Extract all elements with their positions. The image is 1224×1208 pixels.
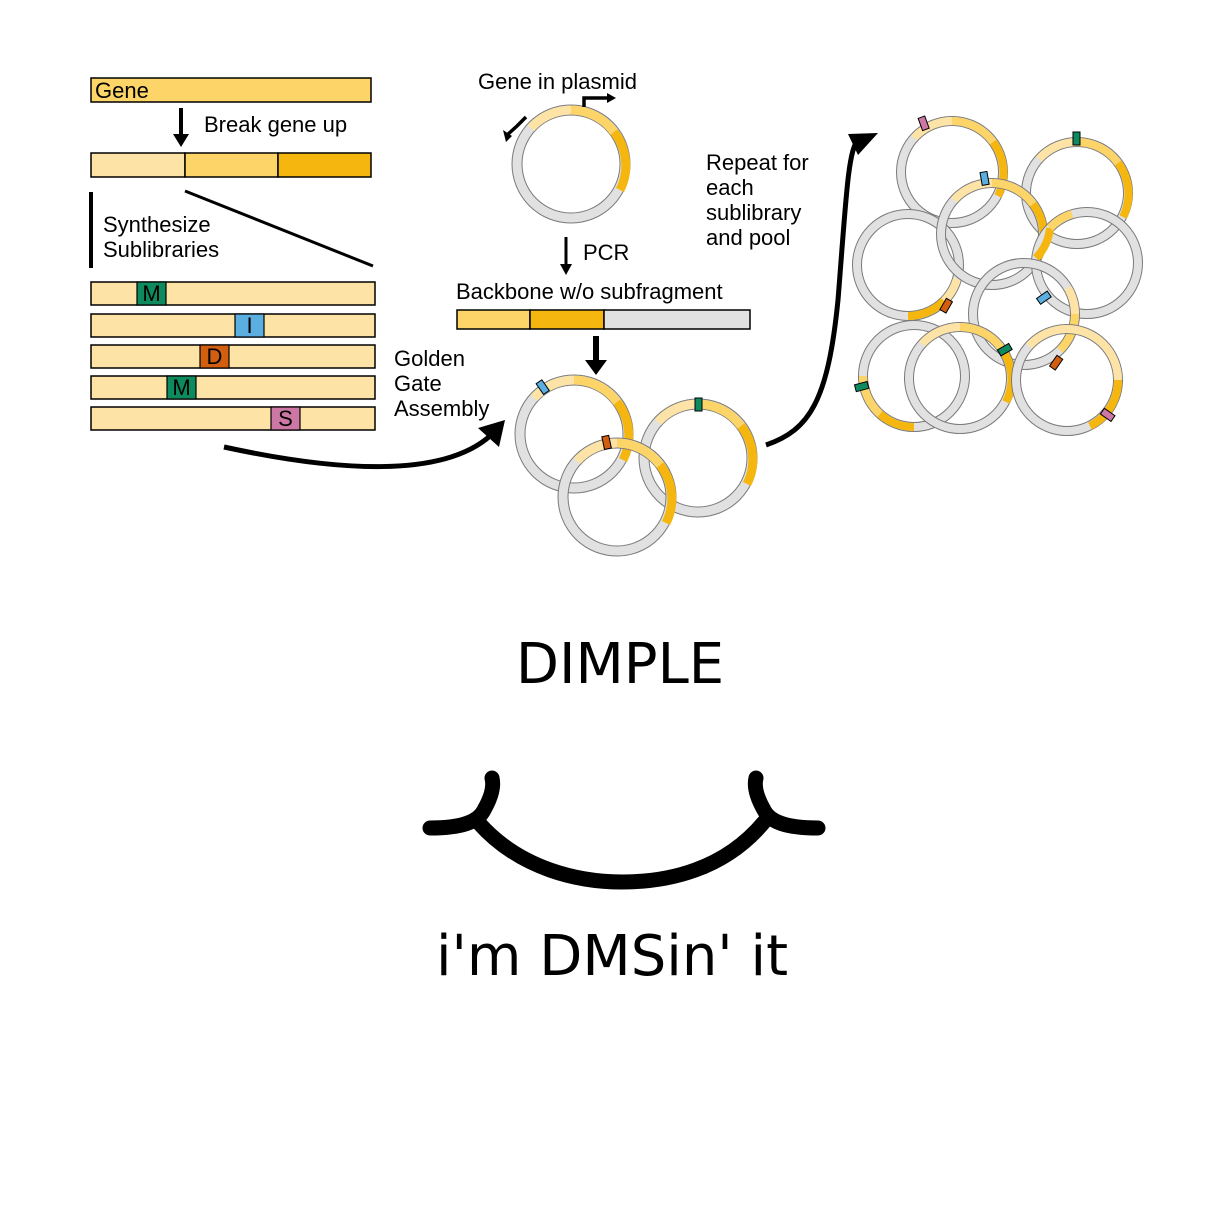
plasmid — [1011, 324, 1123, 436]
title: DIMPLE — [516, 632, 724, 697]
mutation-marker — [853, 380, 870, 393]
golden-gate-arrowhead — [478, 420, 505, 447]
break-gene-up-label: Break gene up — [204, 112, 347, 137]
backbone-label: Backbone w/o subfragment — [456, 279, 723, 304]
assembly-arrow — [585, 336, 607, 375]
mutation-marker — [601, 434, 612, 451]
fragmented-gene — [90, 152, 372, 178]
sublibrary-row: D — [90, 344, 376, 369]
repeat-label-3: sublibrary — [706, 200, 801, 225]
mutation-marker — [234, 313, 265, 338]
plasmid — [557, 434, 677, 557]
pool-arrowhead — [848, 133, 878, 155]
mutation-marker — [136, 281, 167, 306]
break-arrow — [173, 108, 189, 147]
mutation-marker — [199, 344, 230, 369]
assembled-plasmids — [514, 374, 758, 557]
gene-label: Gene — [95, 78, 149, 103]
synthesize-label-2: Sublibraries — [103, 237, 219, 262]
sublibrary-row: I — [90, 313, 376, 338]
pool-arrow — [765, 138, 861, 448]
synthesize-label-1: Synthesize — [103, 212, 211, 237]
mutation-letter: I — [246, 313, 252, 338]
sublibrary-row: M — [90, 375, 376, 400]
mutation-marker — [979, 170, 990, 186]
plasmid — [853, 320, 970, 432]
plasmid — [896, 115, 1008, 228]
plasmid — [852, 209, 964, 321]
repeat-label-4: and pool — [706, 225, 790, 250]
sublibrary-row: S — [90, 406, 376, 431]
smile-icon — [422, 770, 826, 890]
mutation-marker — [939, 297, 954, 314]
gene-bar — [90, 77, 372, 103]
template-plasmid — [511, 104, 631, 224]
pooled-plasmid-library — [852, 115, 1143, 436]
tagline: i'm DMSin' it — [436, 924, 788, 989]
mutation-marker — [996, 342, 1013, 357]
sublibrary-list: M I D M S — [90, 281, 376, 431]
repeat-label-1: Repeat for — [706, 150, 809, 175]
expand-line-right — [184, 189, 374, 268]
repeat-label-2: each — [706, 175, 754, 200]
pcr-label: PCR — [583, 240, 629, 265]
sublibrary-row: M — [90, 281, 376, 306]
plasmid — [904, 322, 1016, 434]
golden-gate-label-3: Assembly — [394, 396, 489, 421]
mutation-marker — [270, 406, 301, 431]
golden-gate-arrow — [223, 434, 492, 470]
mutation-letter: S — [278, 406, 293, 431]
backbone-bar — [456, 309, 751, 330]
mutation-marker — [166, 375, 197, 400]
primer-arrows — [503, 93, 616, 142]
plasmid — [638, 397, 758, 518]
mutation-marker — [1099, 407, 1116, 423]
mutation-marker — [1072, 131, 1081, 146]
mutation-marker — [917, 115, 930, 132]
mutation-letter: D — [207, 344, 223, 369]
mutation-marker — [1048, 354, 1064, 371]
mutation-letter: M — [142, 281, 160, 306]
plasmid — [514, 374, 634, 494]
plasmid — [1031, 207, 1143, 319]
pcr-arrow — [560, 237, 572, 275]
mutation-marker — [535, 379, 550, 396]
mutation-letter: M — [172, 375, 190, 400]
mutation-marker — [694, 397, 703, 412]
golden-gate-label-2: Gate — [394, 371, 442, 396]
mutation-marker — [1035, 290, 1052, 305]
golden-gate-label-1: Golden — [394, 346, 465, 371]
gene-in-plasmid-label: Gene in plasmid — [478, 69, 637, 94]
